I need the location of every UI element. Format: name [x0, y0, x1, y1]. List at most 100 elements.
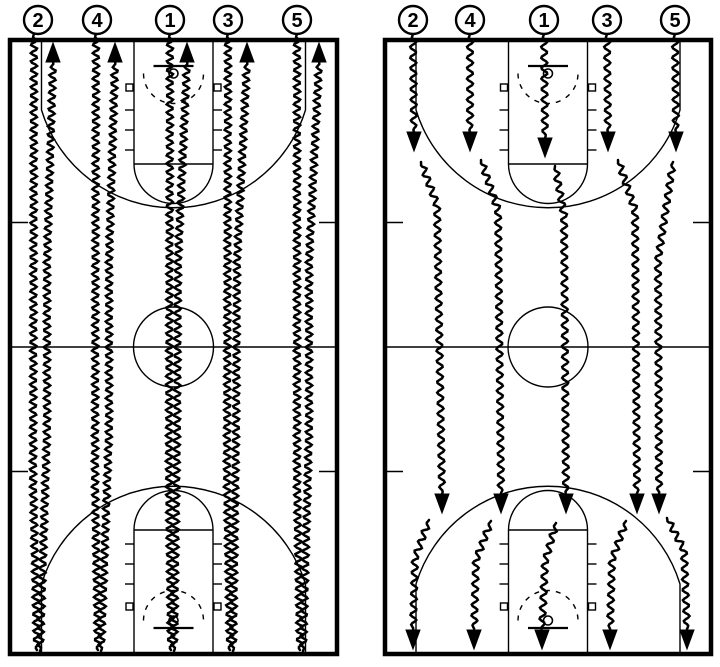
dribble-path-player-4 — [479, 158, 506, 495]
player-number: 3 — [601, 10, 612, 32]
court-right-court: 2 4 1 3 5 — [382, 4, 714, 657]
dribble-path-player-1 — [538, 521, 559, 630]
player-circle — [454, 4, 486, 36]
dribble-path-player-2 — [419, 160, 447, 495]
player-number: 4 — [91, 10, 103, 32]
three-point-line — [40, 40, 307, 209]
restricted-area-arc — [517, 589, 579, 621]
player-circle — [397, 4, 429, 36]
player-circle — [81, 4, 113, 36]
player-marker-3: 3 — [212, 4, 244, 36]
block-mark — [213, 83, 222, 92]
arrowhead-down-player-2 — [405, 629, 421, 651]
rim — [168, 68, 179, 79]
dribble-path-player-1 — [539, 32, 550, 140]
player-number: 1 — [164, 10, 175, 32]
dribble-path-player-5 — [291, 32, 305, 652]
arrowhead-down-player-4 — [466, 629, 482, 651]
arrowhead-down-player-3 — [602, 629, 618, 651]
center-circle — [132, 306, 215, 388]
arrowhead-down-player-4 — [493, 493, 509, 515]
arrowhead-down-player-3 — [629, 493, 645, 515]
court-left-court: 2 4 1 3 5 — [7, 4, 340, 657]
player-marker-1: 1 — [154, 4, 186, 36]
dribble-path-player-3 — [602, 32, 613, 133]
rim — [542, 68, 554, 79]
arrowhead-up-player-1 — [179, 41, 195, 63]
player-marker-2: 2 — [22, 4, 54, 36]
player-markers: 2 4 1 3 5 — [397, 4, 691, 36]
arrowhead-down-player-1 — [558, 493, 574, 515]
dribble-path-player-2 — [27, 32, 42, 652]
arrowhead-down-player-5 — [679, 629, 695, 651]
player-marker-2: 2 — [397, 4, 429, 36]
arrowhead-up-player-2 — [45, 41, 61, 63]
block-mark — [125, 602, 134, 611]
dribble-paths — [405, 32, 695, 651]
arrowhead-down-player-2 — [406, 131, 422, 153]
block-mark — [213, 602, 222, 611]
dribble-path-player-2 — [35, 61, 58, 653]
player-circle — [281, 4, 313, 36]
player-circle — [528, 4, 560, 36]
court-markings — [382, 37, 714, 657]
arrowhead-down-player-5 — [668, 131, 684, 153]
arrowhead-down-player-3 — [600, 131, 616, 153]
dribble-paths — [27, 32, 327, 653]
dribble-path-player-5 — [653, 160, 677, 495]
player-marker-5: 5 — [281, 4, 313, 36]
player-number: 5 — [291, 10, 302, 32]
player-circle — [591, 4, 623, 36]
player-number: 2 — [407, 10, 418, 32]
dribble-path-player-3 — [616, 158, 642, 495]
dribble-path-player-1 — [169, 61, 191, 653]
dribble-path-player-5 — [665, 516, 692, 631]
dribble-path-player-3 — [221, 32, 235, 652]
player-number: 5 — [669, 10, 680, 32]
block-mark — [499, 602, 509, 611]
player-marker-1: 1 — [528, 4, 560, 36]
player-marker-4: 4 — [81, 4, 113, 36]
restricted-area-arc — [142, 589, 205, 621]
arrowhead-down-player-2 — [434, 493, 450, 515]
player-circle — [22, 4, 54, 36]
dribble-path-player-5 — [670, 32, 681, 133]
dribble-path-player-4 — [89, 32, 103, 652]
arrowhead-down-player-1 — [534, 629, 550, 651]
player-number: 2 — [32, 10, 43, 32]
three-point-line — [415, 485, 681, 654]
three-point-line — [415, 40, 681, 209]
player-circle — [659, 4, 691, 36]
player-marker-4: 4 — [454, 4, 486, 36]
arrowhead-up-player-3 — [239, 41, 255, 63]
block-mark — [125, 83, 134, 92]
dribble-path-player-3 — [606, 519, 628, 631]
player-number: 1 — [538, 10, 549, 32]
arrowhead-up-player-5 — [311, 41, 327, 63]
arrowhead-up-player-4 — [107, 41, 123, 63]
free-throw-circle — [133, 163, 214, 205]
dribble-path-player-1 — [163, 32, 176, 652]
dribble-path-player-5 — [298, 61, 323, 653]
player-markers: 2 4 1 3 5 — [22, 4, 313, 36]
block-mark — [499, 83, 509, 92]
block-mark — [587, 602, 597, 611]
arrowhead-down-player-5 — [651, 493, 667, 515]
center-circle — [507, 306, 589, 388]
block-mark — [587, 83, 597, 92]
player-marker-5: 5 — [659, 4, 691, 36]
dribble-path-player-2 — [408, 32, 419, 133]
player-circle — [154, 4, 186, 36]
player-number: 3 — [222, 10, 233, 32]
player-marker-3: 3 — [591, 4, 623, 36]
free-throw-circle — [507, 489, 589, 531]
arrowhead-down-player-4 — [462, 131, 478, 153]
dribble-path-player-1 — [552, 164, 571, 495]
dribble-path-player-2 — [409, 518, 431, 631]
arrowhead-down-player-1 — [537, 137, 553, 159]
dribble-path-player-4 — [470, 519, 493, 630]
dribble-path-player-4 — [465, 32, 475, 133]
three-point-line — [40, 485, 307, 654]
